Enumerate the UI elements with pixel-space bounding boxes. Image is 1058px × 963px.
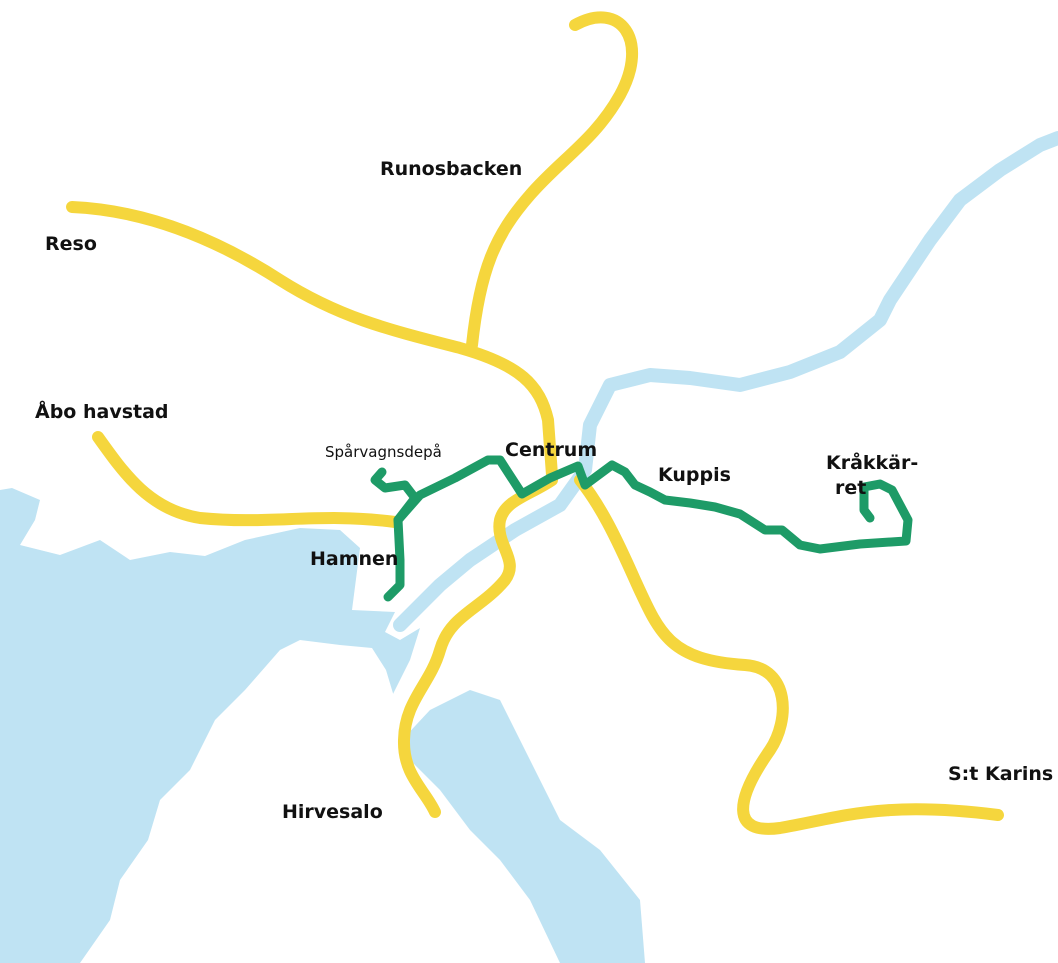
line-runosbacken xyxy=(466,11,638,351)
line-reso-centrum xyxy=(66,201,558,481)
line-st-karins xyxy=(574,474,1004,835)
label-abo-havstad: Åbo havstad xyxy=(35,401,169,423)
label-runosbacken: Runosbacken xyxy=(380,158,523,180)
land-peninsula xyxy=(80,640,560,963)
line-havstad-hamnen xyxy=(92,431,401,528)
label-kuppis: Kuppis xyxy=(658,464,731,486)
label-reso: Reso xyxy=(45,233,97,255)
label-st-karins: S:t Karins xyxy=(948,763,1054,785)
label-centrum: Centrum xyxy=(505,439,598,461)
label-hamnen: Hamnen xyxy=(310,548,399,570)
tram-depot-spur xyxy=(370,467,420,525)
label-krakkarret-line1: Kråkkär- xyxy=(826,452,919,474)
label-sparvagnsdepa: Spårvagnsdepå xyxy=(325,443,442,461)
tram-line xyxy=(383,455,913,602)
label-krakkarret-line2: ret xyxy=(835,477,867,499)
line-hirvesalo xyxy=(397,474,558,818)
river xyxy=(393,131,1058,632)
proposed-lines xyxy=(66,11,1004,835)
label-hirvesalo: Hirvesalo xyxy=(282,801,383,823)
